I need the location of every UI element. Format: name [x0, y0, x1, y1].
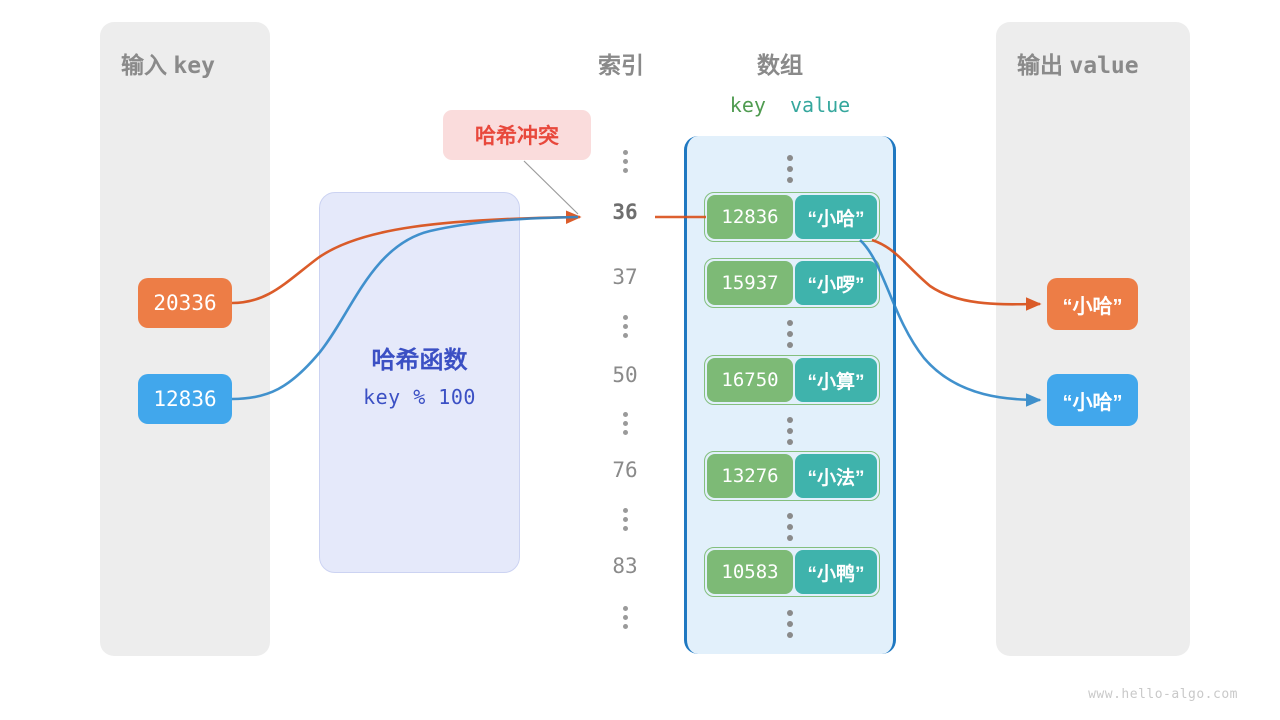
- index-ellipsis: [585, 412, 665, 440]
- index-label-83: 83: [612, 554, 638, 578]
- output-title-cn: 输出: [1017, 52, 1063, 78]
- index-label-76: 76: [612, 458, 638, 482]
- array-cell-value: “小啰”: [794, 261, 877, 305]
- output-title-mono: value: [1069, 53, 1139, 79]
- array-ellipsis: [687, 320, 893, 348]
- input-key-1[interactable]: 12836: [138, 374, 232, 424]
- index-ellipsis: [585, 315, 665, 343]
- hash-function-title: 哈希函数: [371, 347, 468, 374]
- array-ellipsis: [687, 513, 893, 541]
- output-value-1[interactable]: “小哈”: [1047, 374, 1138, 426]
- array-ellipsis: [687, 610, 893, 638]
- array-ellipsis: [687, 417, 893, 445]
- hash-function-box: 哈希函数 key % 100: [319, 192, 520, 573]
- array-cell[interactable]: 15937“小啰”: [704, 258, 880, 308]
- array-cell-value: “小鸭”: [794, 550, 877, 594]
- index-label-37: 37: [612, 265, 638, 289]
- watermark: www.hello-algo.com: [1088, 687, 1238, 702]
- array-container: 12836“小哈”15937“小啰”16750“小算”13276“小法”1058…: [684, 136, 896, 654]
- index-ellipsis: [585, 508, 665, 536]
- input-title-cn: 输入: [121, 52, 167, 78]
- hash-collision-badge: 哈希冲突: [443, 110, 591, 160]
- array-cell-value: “小算”: [794, 358, 877, 402]
- output-value-panel: [996, 22, 1190, 656]
- array-cell-key: 10583: [707, 550, 793, 594]
- input-title-mono: key: [173, 53, 215, 79]
- output-value-0[interactable]: “小哈”: [1047, 278, 1138, 330]
- key-value-heading: key value: [684, 93, 896, 117]
- output-panel-title: 输出 value: [1017, 46, 1139, 80]
- array-cell[interactable]: 10583“小鸭”: [704, 547, 880, 597]
- array-cell-key: 15937: [707, 261, 793, 305]
- key-heading-label: key: [729, 93, 766, 117]
- index-ellipsis: [585, 606, 665, 634]
- index-column-heading: 索引: [598, 52, 644, 78]
- value-heading-label: value: [790, 93, 851, 117]
- array-cell-value: “小法”: [794, 454, 877, 498]
- array-heading: 数组: [757, 52, 803, 78]
- array-cell-key: 13276: [707, 454, 793, 498]
- array-cell[interactable]: 13276“小法”: [704, 451, 880, 501]
- index-label-50: 50: [612, 363, 638, 387]
- input-key-0[interactable]: 20336: [138, 278, 232, 328]
- hash-function-formula: key % 100: [363, 385, 476, 409]
- array-cell-value: “小哈”: [794, 195, 877, 239]
- index-column: 36 37 50 76 83: [585, 138, 665, 648]
- input-key-panel: [100, 22, 270, 656]
- index-label-36: 36: [612, 200, 638, 224]
- input-panel-title: 输入 key: [121, 46, 215, 80]
- array-cell-key: 16750: [707, 358, 793, 402]
- index-ellipsis: [585, 150, 665, 178]
- array-cell-key: 12836: [707, 195, 793, 239]
- array-ellipsis: [687, 155, 893, 183]
- array-cell[interactable]: 16750“小算”: [704, 355, 880, 405]
- array-cell[interactable]: 12836“小哈”: [704, 192, 880, 242]
- wire-collision-leader: [523, 160, 579, 215]
